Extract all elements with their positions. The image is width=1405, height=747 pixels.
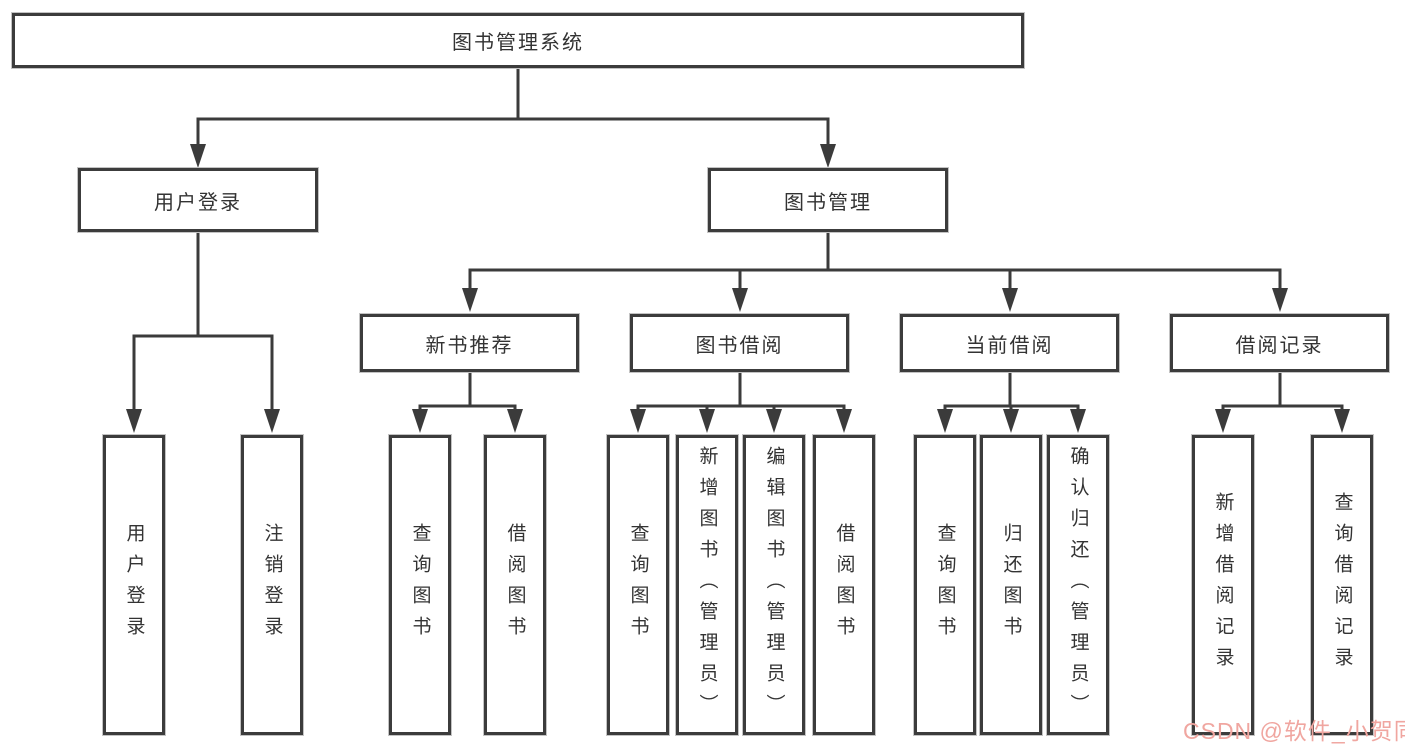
node-current-borrow: 当前借阅 — [900, 314, 1119, 372]
node-root: 图书管理系统 — [12, 13, 1024, 68]
leaf-query-books-current: 查询图书 — [914, 435, 976, 735]
leaf-query-books-recommend: 查询图书 — [389, 435, 451, 735]
leaf-confirm-return-admin: 确认归还（管理员） — [1047, 435, 1109, 735]
node-new-book-recommend: 新书推荐 — [360, 314, 579, 372]
node-label: 借阅图书 — [504, 523, 526, 647]
node-label: 确认归还（管理员） — [1067, 445, 1089, 725]
node-label: 图书管理系统 — [452, 32, 584, 54]
leaf-edit-book-admin: 编辑图书（管理员） — [743, 435, 805, 735]
node-label: 新书推荐 — [425, 334, 514, 357]
node-borrow-records: 借阅记录 — [1170, 314, 1389, 372]
leaf-return-books: 归还图书 — [980, 435, 1042, 735]
node-label: 注销登录 — [261, 523, 283, 647]
node-label: 查询图书 — [627, 523, 649, 647]
node-label: 用户登录 — [123, 523, 145, 647]
leaf-add-book-admin: 新增图书（管理员） — [676, 435, 738, 735]
node-label: 新增图书（管理员） — [696, 445, 718, 725]
leaf-borrow-books: 借阅图书 — [813, 435, 875, 735]
node-label: 图书管理 — [784, 191, 872, 214]
node-label: 归还图书 — [1000, 523, 1022, 647]
node-book-management: 图书管理 — [708, 168, 948, 232]
node-book-borrow: 图书借阅 — [630, 314, 849, 372]
node-label: 当前借阅 — [965, 334, 1054, 357]
leaf-borrow-books-recommend: 借阅图书 — [484, 435, 546, 735]
node-label: 查询图书 — [409, 523, 431, 647]
node-user-login: 用户登录 — [78, 168, 318, 232]
node-label: 图书借阅 — [695, 334, 784, 357]
node-label: 查询图书 — [934, 523, 956, 647]
leaf-logout-login: 注销登录 — [241, 435, 303, 735]
node-label: 查询借阅记录 — [1331, 492, 1353, 678]
node-label: 用户登录 — [154, 191, 242, 214]
node-label: 编辑图书（管理员） — [763, 445, 785, 725]
leaf-query-books-borrow: 查询图书 — [607, 435, 669, 735]
leaf-user-login: 用户登录 — [103, 435, 165, 735]
node-label: 借阅图书 — [833, 523, 855, 647]
csdn-watermark: CSDN @软件_小贺同学 — [1183, 718, 1405, 744]
node-label: 新增借阅记录 — [1212, 492, 1234, 678]
leaf-query-borrow-record: 查询借阅记录 — [1311, 435, 1373, 735]
node-label: 借阅记录 — [1235, 334, 1324, 357]
leaf-add-borrow-record: 新增借阅记录 — [1192, 435, 1254, 735]
arrowheads — [126, 144, 1350, 433]
